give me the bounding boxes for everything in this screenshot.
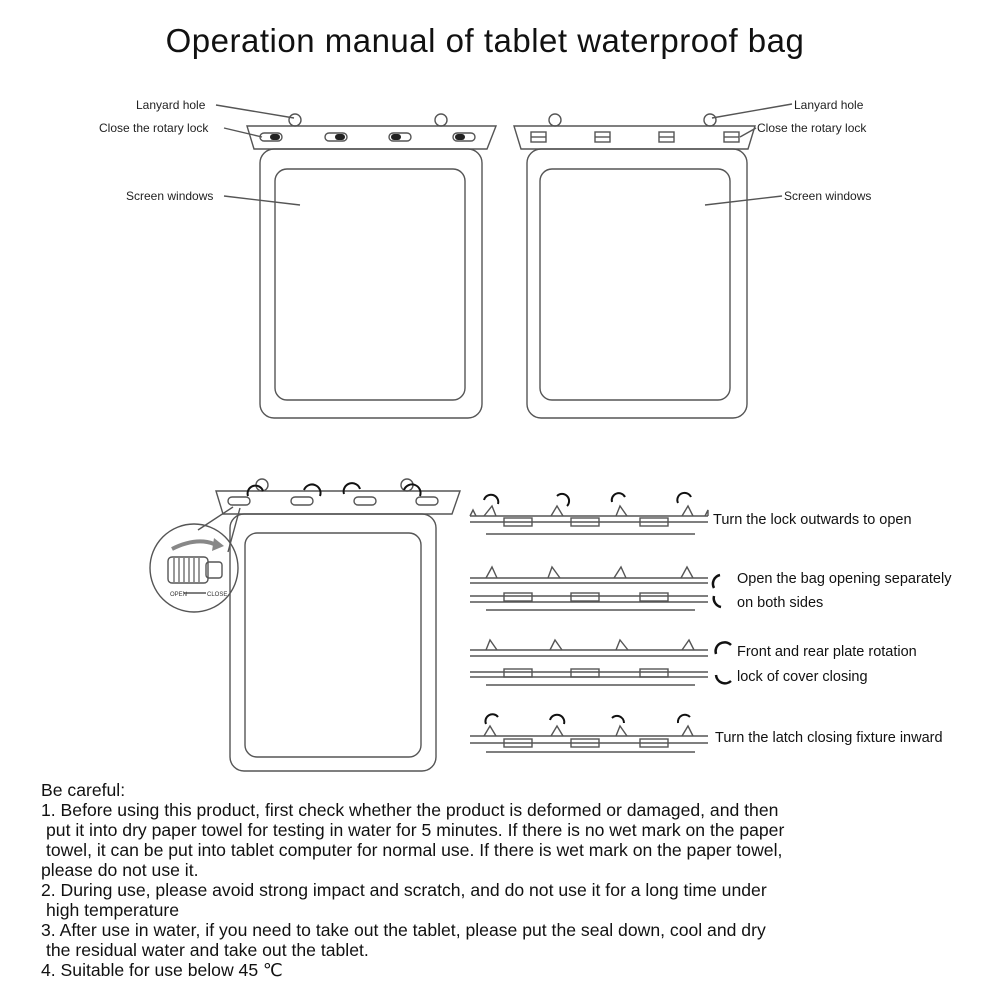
step1-strip <box>469 491 709 535</box>
page-title: Operation manual of tablet waterproof ba… <box>165 22 805 59</box>
step2-label-line2: on both sides <box>737 595 824 611</box>
rotary-lock-icons <box>530 131 740 143</box>
rotary-lock-icons <box>259 132 476 142</box>
dial-close-label: CLOSE <box>207 592 227 598</box>
rotary-lock-label-left: Close the rotary lock <box>99 121 209 135</box>
bag-left <box>215 104 498 419</box>
step2-strips <box>470 565 722 611</box>
note-1-line-1: 1. Before using this product, first chec… <box>41 800 779 820</box>
note-1-line-4: please do not use it. <box>41 860 199 880</box>
note-4: 4. Suitable for use below 45 ℃ <box>41 960 283 980</box>
lock-zoom-circle <box>149 523 239 613</box>
step3-label-line2: lock of cover closing <box>737 669 868 685</box>
step4-label: Turn the latch closing fixture inward <box>715 730 943 746</box>
dial-open-label: OPEN <box>170 592 187 598</box>
step2-label-line1: Open the bag opening separately <box>737 571 952 587</box>
notes-heading: Be careful: <box>41 780 126 800</box>
note-3-line-2: the residual water and take out the tabl… <box>46 940 369 960</box>
step3-strips <box>470 638 732 686</box>
note-2-line-2: high temperature <box>46 900 180 920</box>
bag-right <box>513 103 793 419</box>
note-1-line-2: put it into dry paper towel for testing … <box>46 820 785 840</box>
step3-label-line1: Front and rear plate rotation <box>737 644 917 660</box>
step1-label: Turn the lock outwards to open <box>713 512 912 528</box>
note-1-line-3: towel, it can be put into tablet compute… <box>46 840 783 860</box>
note-2-line-1: 2. During use, please avoid strong impac… <box>41 880 767 900</box>
rotary-lock-label-right: Close the rotary lock <box>757 121 867 135</box>
bag-open-close <box>149 478 461 772</box>
step4-strip <box>470 713 708 753</box>
note-3-line-1: 3. After use in water, if you need to ta… <box>41 920 766 940</box>
care-notes: Be careful: 1. Before using this product… <box>41 780 991 980</box>
lanyard-hole-label-right: Lanyard hole <box>794 98 864 112</box>
lanyard-hole-label-left: Lanyard hole <box>136 98 206 112</box>
screen-windows-label-left: Screen windows <box>126 189 214 203</box>
screen-windows-label-right: Screen windows <box>784 189 872 203</box>
